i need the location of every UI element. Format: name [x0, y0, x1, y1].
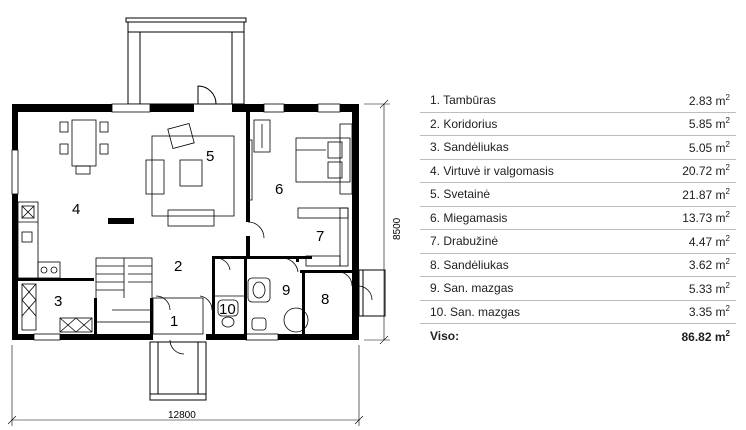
legend-row: 6. Miegamasis 13.73 m2	[420, 207, 736, 230]
legend-room-label: 9. San. mazgas	[430, 281, 514, 296]
legend-row: 4. Virtuvė ir valgomasis 20.72 m2	[420, 160, 736, 183]
legend-row: 2. Koridorius 5.85 m2	[420, 113, 736, 136]
legend-total-row: Viso: 86.82 m2	[420, 324, 736, 348]
legend-row: 10. San. mazgas 3.35 m2	[420, 301, 736, 324]
legend-room-label: 5. Svetainė	[430, 187, 491, 202]
legend-room-label: 7. Drabužinė	[430, 234, 499, 249]
legend-room-label: 1. Tambūras	[430, 93, 496, 108]
dining-set	[59, 119, 109, 175]
room-number-6: 6	[275, 181, 283, 198]
room-number-4: 4	[72, 201, 80, 218]
storage-shelves	[21, 283, 93, 333]
legend-row: 3. Sandėliukas 5.05 m2	[420, 136, 736, 160]
legend-room-area: 5.85 m2	[688, 116, 730, 132]
dimension-height: 8500	[392, 217, 400, 240]
legend-room-area: 5.33 m2	[688, 280, 730, 296]
bedroom-cabinet	[253, 119, 271, 153]
legend-room-area: 3.35 m2	[688, 304, 730, 320]
entrance-door-top	[197, 85, 217, 105]
legend-room-area: 21.87 m2	[682, 186, 730, 202]
wardrobe	[297, 207, 349, 267]
room-number-3: 3	[54, 293, 62, 310]
legend-room-area: 13.73 m2	[682, 210, 730, 226]
dimension-width: 12800	[168, 410, 196, 421]
legend-room-area: 2.83 m2	[688, 92, 730, 108]
legend-room-label: 2. Koridorius	[430, 116, 498, 131]
legend-row: 9. San. mazgas 5.33 m2	[420, 277, 736, 301]
room-number-1: 1	[170, 313, 178, 330]
legend-room-area: 3.62 m2	[688, 257, 730, 273]
legend-total-label: Viso:	[430, 329, 460, 343]
legend-room-label: 4. Virtuvė ir valgomasis	[430, 163, 554, 178]
room-number-9: 9	[282, 282, 290, 299]
bathroom-fixtures	[217, 277, 309, 333]
room-number-7: 7	[316, 228, 324, 245]
terrace-bottom	[149, 341, 207, 401]
legend-room-area: 5.05 m2	[688, 139, 730, 155]
room-number-8: 8	[321, 291, 329, 308]
stairs	[95, 257, 153, 323]
room-numbers: 1 2 3 4 5 6 7 8 9 10	[54, 148, 329, 330]
terrace-top	[125, 17, 247, 105]
kitchen-counter	[17, 201, 61, 279]
living-room-furniture	[145, 123, 253, 227]
vestibule	[152, 297, 204, 335]
legend-row: 1. Tambūras 2.83 m2	[420, 89, 736, 113]
legend-room-area: 4.47 m2	[688, 233, 730, 249]
floor-plan: 1 2 3 4 5 6 7 8 9 10 12800 8500	[7, 17, 400, 426]
room-number-2: 2	[174, 258, 182, 275]
legend-room-label: 3. Sandėliukas	[430, 140, 509, 155]
room-number-10: 10	[219, 301, 236, 318]
room-area-legend: 1. Tambūras 2.83 m2 2. Koridorius 5.85 m…	[420, 89, 736, 348]
bed	[295, 123, 353, 195]
legend-total-area: 86.82 m2	[681, 328, 731, 344]
outer-walls	[12, 104, 359, 340]
kitchen-hob	[108, 218, 134, 224]
legend-room-area: 20.72 m2	[682, 163, 730, 179]
doors	[155, 221, 373, 355]
room-number-5: 5	[206, 148, 214, 165]
legend-row: 5. Svetainė 21.87 m2	[420, 183, 736, 207]
legend-row: 8. Sandėliukas 3.62 m2	[420, 254, 736, 277]
legend-room-label: 6. Miegamasis	[430, 210, 508, 225]
dimension-lines	[7, 99, 390, 426]
legend-row: 7. Drabužinė 4.47 m2	[420, 230, 736, 254]
windows	[11, 103, 341, 341]
porch-right	[358, 269, 386, 317]
legend-room-label: 10. San. mazgas	[430, 304, 521, 319]
legend-room-label: 8. Sandėliukas	[430, 257, 509, 272]
